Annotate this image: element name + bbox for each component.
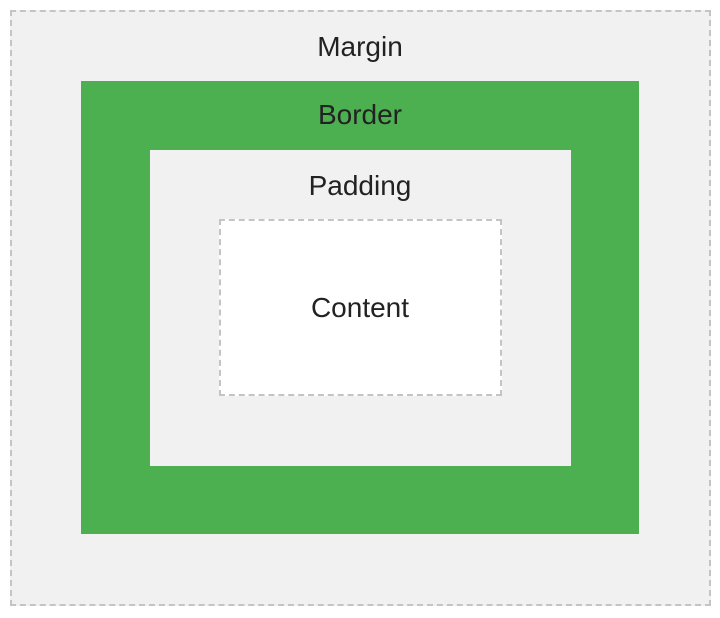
border-label: Border [317,99,403,130]
margin-label: Margin [317,31,403,62]
padding-label: Padding [308,170,412,201]
content-label: Content [310,292,410,323]
content-box [219,219,502,396]
